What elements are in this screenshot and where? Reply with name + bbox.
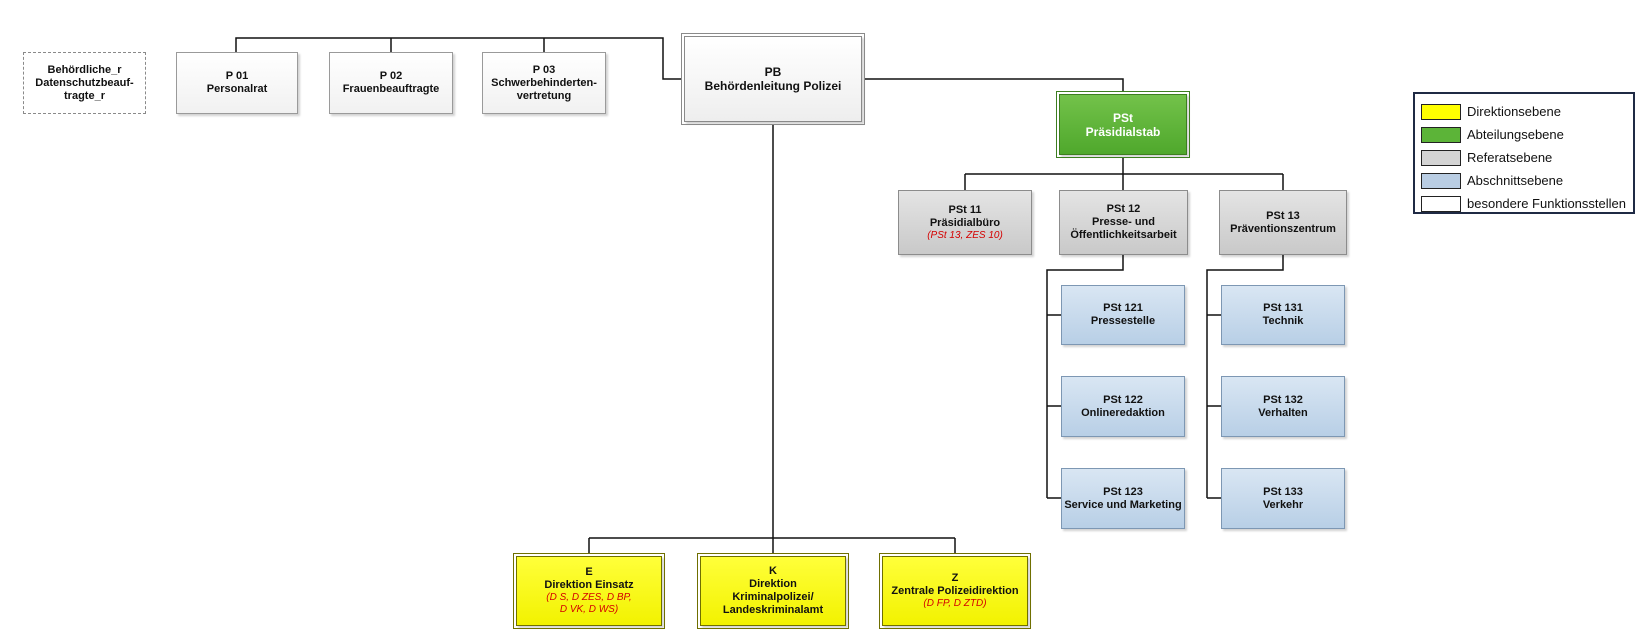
node-title: Direktion Einsatz [544,579,634,591]
node-title: Service und Marketing [1064,498,1182,511]
legend-label: Referatsebene [1467,150,1553,165]
node-code: P 03 [532,63,556,76]
node-code: PSt 123 [1103,485,1143,498]
legend-label: Abteilungsebene [1467,127,1564,142]
node-code: PSt 131 [1263,302,1303,314]
node-title: Schwerbehinderten- [491,76,597,89]
node-code: K [769,565,777,577]
node-title: Verhalten [1258,406,1308,419]
node-pst133: PSt 133 Verkehr [1221,468,1345,529]
node-title: Präsidialbüro [929,216,1001,229]
node-code: PSt 12 [1106,203,1141,215]
node-note: D VK, D WS) [559,604,619,615]
node-p02: P 02 Frauenbeauftragte [329,52,453,114]
node-note: (PSt 13, ZES 10) [927,229,1003,241]
node-pst11: PSt 11 Präsidialbüro (PSt 13, ZES 10) [898,190,1032,255]
node-p01: P 01 Personalrat [176,52,298,114]
node-code: P 01 [225,70,249,82]
node-pst: PSt Präsidialstab [1056,91,1190,158]
connector-pb-pst [865,78,1124,91]
node-title: Direktion [749,578,797,590]
node-title: Onlineredaktion [1081,406,1165,419]
legend-swatch [1421,103,1461,120]
node-k: K Direktion Kriminalpolizei/ Landeskrimi… [697,553,849,629]
node-title: Präventionszentrum [1230,222,1336,235]
legend-label: besondere Funktionsstellen [1467,196,1626,211]
node-title: Zentrale Polizeidirektion [891,585,1019,597]
node-title: Personalrat [206,83,268,95]
legend-item-abschnittsebene: Abschnittsebene [1421,169,1627,192]
node-code: PSt [1112,110,1133,125]
legend-swatch [1421,149,1461,166]
node-code: PSt 133 [1263,485,1303,498]
node-e: E Direktion Einsatz (D S, D ZES, D BP, D… [513,553,665,629]
node-label: Datenschutzbeauf- [35,76,134,89]
node-title: Öffentlichkeitsarbeit [1070,229,1177,241]
connector-pst13-sub [1206,255,1284,498]
node-datenschutzbeauftragte: Behördliche_r Datenschutzbeauf- tragte_r [23,52,146,114]
node-pb: PB Behördenleitung Polizei [681,33,865,125]
node-code: Z [951,572,959,584]
node-title: Behördenleitung Polizei [704,79,842,93]
legend-item-direktionsebene: Direktionsebene [1421,100,1627,123]
node-code: E [585,566,593,578]
node-title: Presse- und [1092,216,1155,228]
node-title: Verkehr [1262,498,1304,511]
node-code: PB [764,65,782,79]
node-pst12: PSt 12 Presse- und Öffentlichkeitsarbeit [1059,190,1188,255]
node-title: Präsidialstab [1085,124,1161,139]
legend-item-besondere-funktionsstellen: besondere Funktionsstellen [1421,192,1627,215]
node-code: PSt 122 [1103,393,1143,406]
node-title: Kriminalpolizei/ [732,591,814,603]
node-note: (D FP, D ZTD) [923,598,987,609]
node-pst122: PSt 122 Onlineredaktion [1061,376,1185,437]
legend-swatch [1421,126,1461,143]
node-title: vertretung [516,89,572,102]
node-label: Behördliche_r [47,63,122,76]
node-pst131: PSt 131 Technik [1221,285,1345,345]
legend-item-abteilungsebene: Abteilungsebene [1421,123,1627,146]
node-p03: P 03 Schwerbehinderten- vertretung [482,52,606,114]
node-code: PSt 132 [1263,393,1303,406]
node-z: Z Zentrale Polizeidirektion (D FP, D ZTD… [879,553,1031,629]
node-code: PSt 13 [1266,209,1300,222]
legend-item-referatsebene: Referatsebene [1421,146,1627,169]
node-pst121: PSt 121 Pressestelle [1061,285,1185,345]
node-title: Landeskriminalamt [722,604,824,616]
node-title: Pressestelle [1090,315,1156,327]
node-pst13: PSt 13 Präventionszentrum [1219,190,1347,255]
node-pst123: PSt 123 Service und Marketing [1061,468,1185,529]
legend: Direktionsebene Abteilungsebene Referats… [1413,92,1635,214]
legend-swatch [1421,195,1461,212]
node-code: PSt 121 [1103,302,1143,314]
node-pst132: PSt 132 Verhalten [1221,376,1345,437]
legend-swatch [1421,172,1461,189]
node-label: tragte_r [64,89,105,102]
node-code: PSt 11 [948,203,982,216]
legend-label: Direktionsebene [1467,104,1561,119]
node-title: Technik [1262,315,1304,327]
node-note: (D S, D ZES, D BP, [546,592,632,603]
legend-label: Abschnittsebene [1467,173,1564,188]
connector-staff-bus [235,37,681,80]
node-code: P 02 [379,70,403,82]
connector-pst12-sub [1046,255,1124,498]
node-title: Frauenbeauftragte [342,83,440,95]
